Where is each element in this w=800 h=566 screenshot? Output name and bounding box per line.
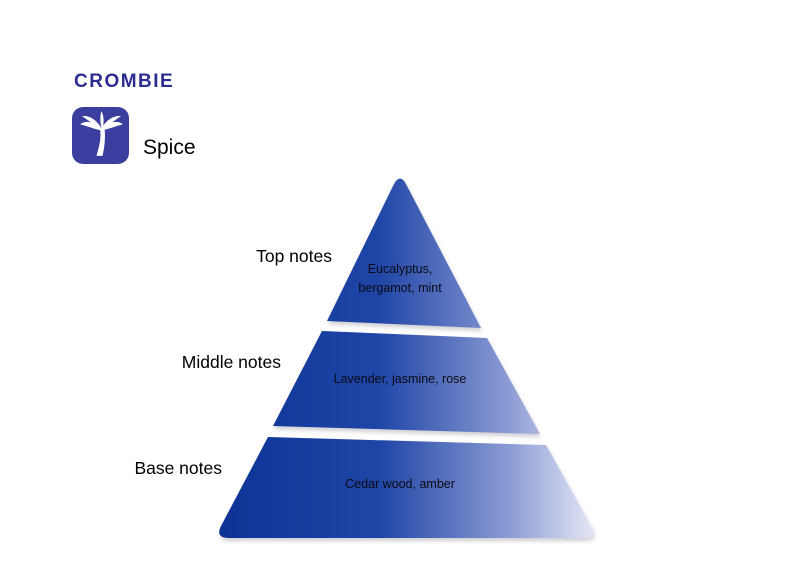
pyramid-tier-base-shape xyxy=(219,437,594,538)
tier-label-middle: Middle notes xyxy=(181,352,281,372)
pyramid-tier-top-shape xyxy=(327,178,481,328)
tier-label-top: Top notes xyxy=(256,246,332,266)
tier-label-base: Base notes xyxy=(134,458,222,478)
brand-name: CROMBIE xyxy=(74,71,175,92)
palm-tree-icon xyxy=(72,107,129,164)
tier-notes-middle: Lavender, jasmine, rose xyxy=(333,372,467,386)
tier-notes-top: Eucalyptus, bergamot, mint xyxy=(358,262,442,296)
pyramid-tier-middle-shape xyxy=(273,331,540,434)
tier-notes-base: Cedar wood, amber xyxy=(345,477,455,491)
product-name: Spice xyxy=(143,136,196,159)
